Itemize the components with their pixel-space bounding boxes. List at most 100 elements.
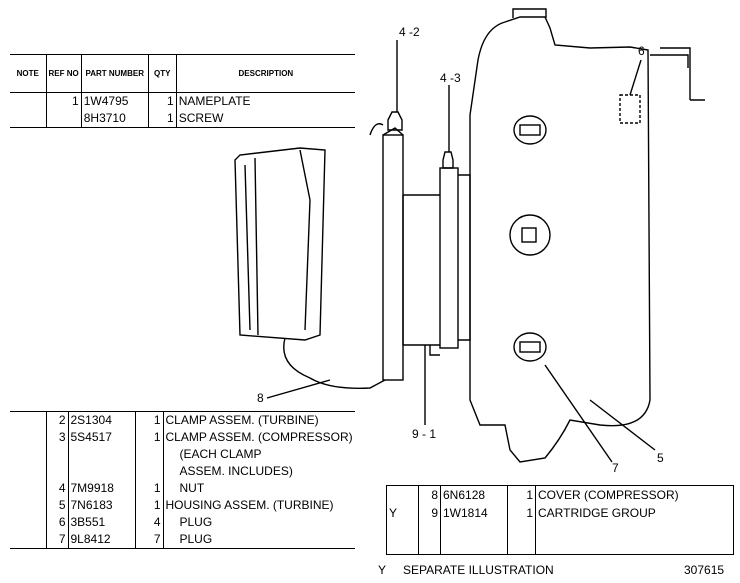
table-row: 1 1W4795 1 NAMEPLATE: [10, 92, 355, 111]
compressor-cover: [234, 147, 326, 341]
header-qty: QTY: [147, 54, 177, 93]
housing-outline: [469, 16, 651, 463]
cell-qty: 1: [147, 92, 177, 110]
cell-ref: 6: [45, 514, 68, 531]
legend-key: Y: [378, 563, 387, 577]
table-row: 8H3710 1 SCREW: [10, 110, 355, 128]
cell-desc: HOUSING ASSEM. (TURBINE): [162, 497, 355, 514]
header-note: NOTE: [10, 54, 46, 93]
leader-5: [589, 399, 656, 451]
cell-part: 9L8412: [67, 531, 135, 549]
port-middle: [509, 214, 551, 256]
cell-note: [387, 486, 419, 505]
leader-7: [544, 364, 613, 463]
header-description: DESCRIPTION: [175, 54, 355, 93]
cell-ref: 8: [418, 485, 441, 504]
cell-desc: PLUG: [162, 514, 355, 531]
table-row: 3 5S4517 1 CLAMP ASSEM. (COMPRESSOR): [10, 429, 355, 446]
clamp-turbine: [382, 134, 404, 381]
plug-6: [619, 94, 641, 124]
table-row-spacer: [387, 522, 734, 554]
legend-text: SEPARATE ILLUSTRATION: [403, 563, 554, 577]
cell-desc: CLAMP ASSEM. (COMPRESSOR): [162, 429, 355, 446]
cell-desc: NAMEPLATE: [175, 92, 355, 110]
cell-desc: PLUG: [162, 531, 355, 549]
cell-ref: 5: [45, 497, 68, 514]
figure-number: 307615: [684, 563, 725, 577]
cell-note: [10, 93, 46, 111]
cell-qty: 1: [134, 429, 163, 446]
cell-ref: 1: [45, 92, 82, 110]
cell-part: 8H3710: [80, 110, 149, 128]
cell-desc: CLAMP ASSEM. (TURBINE): [162, 411, 355, 429]
cell-desc: COVER (COMPRESSOR): [535, 485, 734, 504]
cell-qty: 1: [134, 497, 163, 514]
cell-part: 5S4517: [67, 429, 135, 446]
cell-desc: (EACH CLAMP: [162, 446, 355, 463]
callout-7: 7: [612, 461, 619, 475]
cell-note: [10, 480, 46, 497]
cell-qty: [134, 463, 163, 480]
cell-qty: 1: [507, 485, 536, 504]
nut-4-2: [387, 111, 403, 131]
cell-qty: 1: [134, 480, 163, 497]
cell-part: 1W1814: [440, 504, 508, 522]
cell-note: [10, 531, 46, 549]
table-row: 5 7N6183 1 HOUSING ASSEM. (TURBINE): [10, 497, 355, 514]
cell-note: [10, 110, 46, 128]
parts-table-bottom: 2 2S1304 1 CLAMP ASSEM. (TURBINE) 3 5S45…: [10, 411, 355, 549]
cell-qty: 1: [507, 504, 536, 522]
cell-ref: [45, 110, 82, 128]
cell-ref: 3: [45, 429, 68, 446]
housing-top-boss: [512, 8, 547, 18]
callout-4-3: 4 -3: [440, 71, 461, 85]
cell-ref: [45, 463, 68, 480]
cell-note: [10, 429, 46, 446]
cell-part: 6N6128: [440, 485, 508, 504]
cell-ref: 4: [45, 480, 68, 497]
callout-6: 6: [638, 44, 645, 58]
table-row: 6 3B551 4 PLUG: [10, 514, 355, 531]
header-part-number: PART NUMBER: [80, 54, 149, 93]
cell-qty: [134, 446, 163, 463]
port-top: [513, 115, 547, 145]
cell-qty: 4: [134, 514, 163, 531]
table-row: 8 6N6128 1 COVER (COMPRESSOR): [387, 485, 734, 505]
outlet-curve: [283, 337, 386, 389]
callout-4-2: 4 -2: [399, 25, 420, 39]
cell-ref: [45, 446, 68, 463]
cell-note: [10, 463, 46, 480]
cell-desc: CARTRIDGE GROUP: [535, 504, 734, 522]
callout-5: 5: [657, 451, 664, 465]
cell-part: 7M9918: [67, 480, 135, 497]
cell-desc: ASSEM. INCLUDES): [162, 463, 355, 480]
header-ref: REF NO: [45, 54, 82, 93]
nut-4-3: [442, 151, 454, 169]
cell-desc: SCREW: [175, 110, 355, 128]
cell-part: [67, 463, 135, 480]
table-header: NOTE REF NO PART NUMBER QTY DESCRIPTION: [10, 54, 355, 93]
cell-part: 3B551: [67, 514, 135, 531]
cell-note: [10, 497, 46, 514]
parts-table-right: 8 6N6128 1 COVER (COMPRESSOR) Y 9 1W1814…: [386, 485, 734, 555]
cell-qty: 1: [147, 110, 177, 128]
port-bottom: [513, 332, 547, 362]
leader-6: [629, 59, 642, 96]
cell-part: 1W4795: [80, 92, 149, 110]
cell-qty: 7: [134, 531, 163, 549]
callout-8: 8: [257, 391, 264, 405]
table-row: Y 9 1W1814 1 CARTRIDGE GROUP: [387, 504, 734, 522]
cell-part: [67, 446, 135, 463]
cell-ref: 2: [45, 411, 68, 429]
clamp-compressor: [439, 167, 459, 349]
cell-ref: 7: [45, 531, 68, 549]
table-row: 7 9L8412 7 PLUG: [10, 531, 355, 549]
cell-note: Y: [389, 506, 398, 520]
cell-part: 7N6183: [67, 497, 135, 514]
table-row: ASSEM. INCLUDES): [10, 463, 355, 480]
cell-note: [10, 514, 46, 531]
callout-9-1: 9 - 1: [412, 427, 437, 441]
cell-desc: NUT: [162, 480, 355, 497]
table-row: 2 2S1304 1 CLAMP ASSEM. (TURBINE): [10, 411, 355, 429]
